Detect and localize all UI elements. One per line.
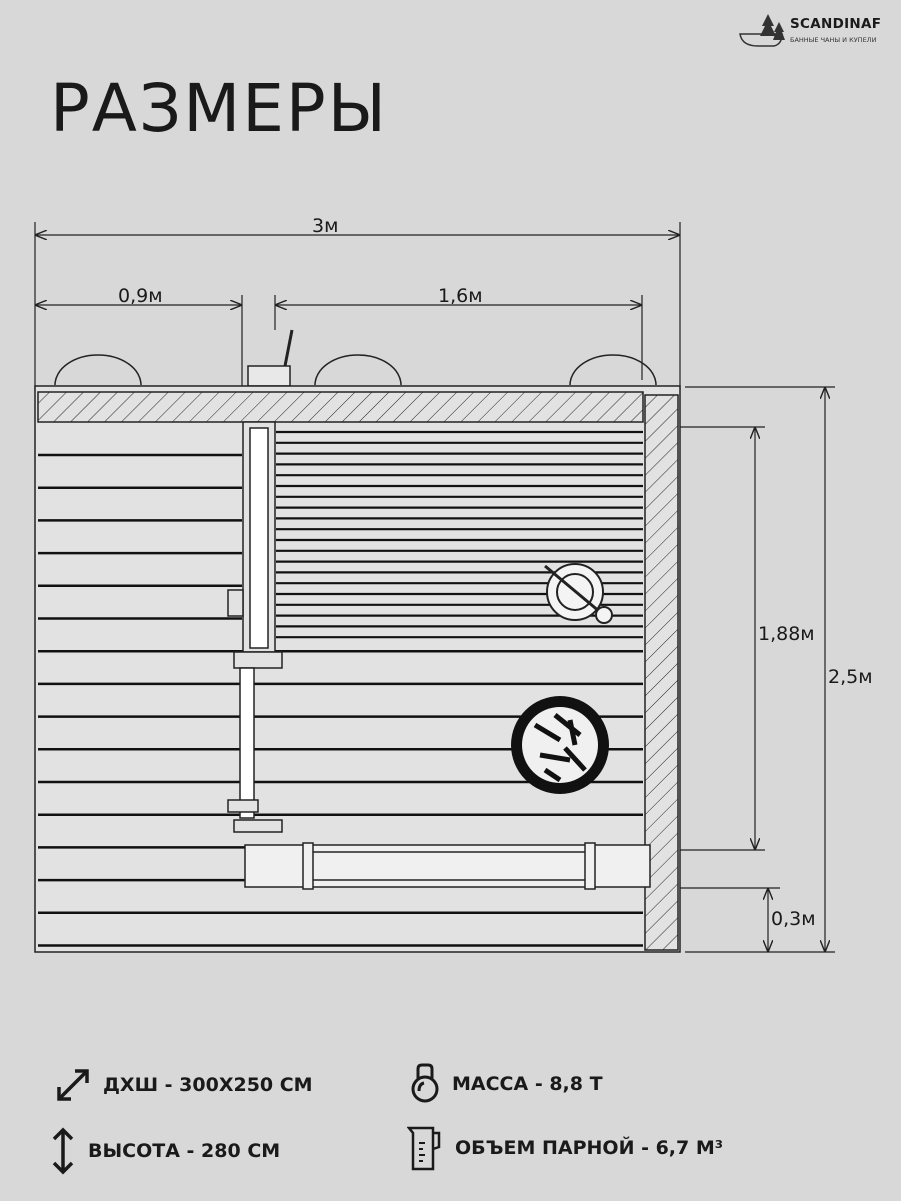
- stove-icon: [511, 696, 609, 794]
- dim-steam-room-width: 1,6м: [438, 285, 483, 307]
- partition-wall: [227, 421, 283, 833]
- diagonal-arrows-icon: [57, 1069, 89, 1101]
- dim-total-depth: 2,5м: [828, 666, 873, 688]
- spec-mass: МАССА - 8,8 Т: [410, 1063, 603, 1105]
- bucket-icon: [544, 563, 613, 624]
- spec-dimensions: ДХШ - 300Х250 СМ: [55, 1067, 313, 1103]
- steam-room-wall-boards: [276, 430, 643, 639]
- spec-height: ВЫСОТА - 280 СМ: [50, 1127, 280, 1175]
- logo-tagline: БАННЫЕ ЧАНЫ И КУПЕЛИ: [790, 36, 877, 44]
- brand-logo: SCANDINAF БАННЫЕ ЧАНЫ И КУПЕЛИ: [738, 12, 898, 48]
- chimney-pipe: [247, 329, 294, 387]
- kettlebell-icon: [411, 1063, 439, 1103]
- dim-bench-depth: 0,3м: [771, 908, 816, 930]
- spec-steam-volume-label: ОБЪЕМ ПАРНОЙ - 6,7 М³: [455, 1137, 724, 1159]
- spec-mass-label: МАССА - 8,8 Т: [452, 1073, 603, 1095]
- dim-steam-room-depth: 1,88м: [758, 623, 815, 645]
- vertical-arrows-icon: [52, 1127, 74, 1175]
- logo-tub-trees-icon: [739, 14, 785, 47]
- floor-plan: 3м 0,9м 1,6м 1,88м 2,5м 0,3м: [34, 215, 873, 953]
- dimension-lines: [34, 222, 835, 953]
- logo-name: SCANDINAF: [790, 16, 882, 32]
- spec-height-label: ВЫСОТА - 280 СМ: [88, 1140, 281, 1162]
- measuring-jug-icon: [407, 1126, 441, 1171]
- page-title: РАЗМЕРЫ: [50, 70, 388, 147]
- dim-left-room-width: 0,9м: [118, 285, 163, 307]
- spec-dimensions-label: ДХШ - 300Х250 СМ: [103, 1074, 313, 1096]
- bench: [244, 842, 651, 890]
- dim-total-width: 3м: [312, 215, 338, 237]
- spec-steam-volume: ОБЪЕМ ПАРНОЙ - 6,7 М³: [407, 1125, 723, 1171]
- window-domes: [54, 354, 657, 386]
